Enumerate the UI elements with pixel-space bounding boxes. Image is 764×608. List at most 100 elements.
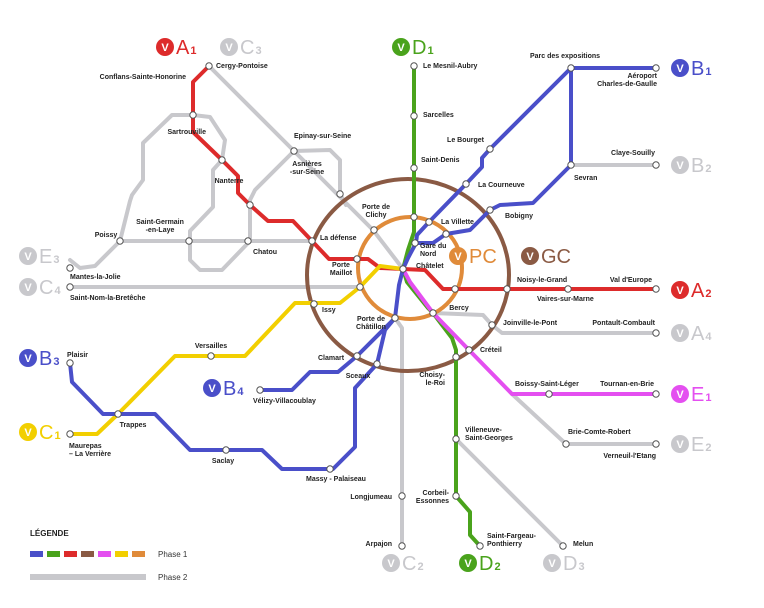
station-dot[interactable] [66,264,74,272]
station-dot[interactable] [398,542,406,550]
station-dot[interactable] [189,111,197,119]
station-label-chatou: Chatou [253,249,277,256]
station-dot[interactable] [465,346,473,354]
station-dot[interactable] [545,390,553,398]
station-dot[interactable] [567,161,575,169]
station-dot[interactable] [451,285,459,293]
station-dot[interactable] [218,156,226,164]
station-dot[interactable] [410,164,418,172]
station-dot[interactable] [559,542,567,550]
station-dot[interactable] [336,190,344,198]
station-label-arpajon: Arpajon [366,541,392,548]
station-dot[interactable] [310,300,318,308]
station-dot[interactable] [562,440,570,448]
station-dot[interactable] [652,440,660,448]
station-dot[interactable] [452,492,460,500]
legend-swatch [132,551,145,557]
station-dot[interactable] [652,390,660,398]
station-dot[interactable] [452,435,460,443]
station-label-line: -en-Laye [146,227,175,234]
station-dot[interactable] [410,213,418,221]
station-label-line: Nanterre [215,178,244,185]
badge-number: 2 [417,561,423,573]
station-dot[interactable] [207,352,215,360]
station-dot[interactable] [308,237,316,245]
station-dot[interactable] [652,285,660,293]
station-dot[interactable] [652,161,660,169]
station-dot[interactable] [353,255,361,263]
station-dot[interactable] [442,230,450,238]
station-dot[interactable] [652,64,660,72]
station-dot[interactable] [244,237,252,245]
station-dot[interactable] [326,465,334,473]
badge-v: V [387,558,395,570]
station-dot[interactable] [410,62,418,70]
station-dot[interactable] [370,226,378,234]
station-dot[interactable] [373,360,381,368]
station-dot[interactable] [114,410,122,418]
station-dot[interactable] [486,145,494,153]
station-dot[interactable] [391,314,399,322]
v-circle-icon [671,281,689,299]
station-dot[interactable] [398,492,406,500]
station-label-valdeurope: Val d'Europe [610,277,652,284]
station-dot[interactable] [256,386,264,394]
station-dot[interactable] [353,352,361,360]
station-dot[interactable] [410,112,418,120]
station-dot[interactable] [462,180,470,188]
station-dot[interactable] [486,206,494,214]
line-pc-ring [356,215,464,321]
badge-letter: GC [541,246,571,268]
line-d3 [454,437,565,548]
station-label-line: Boissy-Saint-Léger [515,381,579,388]
station-dot[interactable] [488,321,496,329]
station-dot[interactable] [356,283,364,291]
station-dot[interactable] [503,285,511,293]
station-label-nanterre: Nanterre [215,178,244,185]
station-dot[interactable] [116,237,124,245]
badge-letter: C [402,553,416,575]
station-dot[interactable] [652,329,660,337]
station-dot[interactable] [205,62,213,70]
station-dot[interactable] [452,353,460,361]
station-dot[interactable] [66,283,74,291]
station-label-velizy: Vélizy-Villacoublay [253,398,316,405]
station-dot[interactable] [564,285,572,293]
station-dot[interactable] [222,446,230,454]
station-dot[interactable] [425,218,433,226]
station-dot[interactable] [567,64,575,72]
station-dot[interactable] [66,430,74,438]
station-dot[interactable] [66,359,74,367]
station-dot[interactable] [246,201,254,209]
station-dot[interactable] [185,237,193,245]
station-dot[interactable] [399,265,407,273]
station-dot[interactable] [429,309,437,317]
station-dot[interactable] [476,542,484,550]
station-dot[interactable] [290,147,298,155]
station-dot[interactable] [411,239,419,247]
badge-v: V [24,427,32,439]
badge-v: V [24,282,32,294]
station-label-line: Massy - Palaiseau [306,476,366,483]
